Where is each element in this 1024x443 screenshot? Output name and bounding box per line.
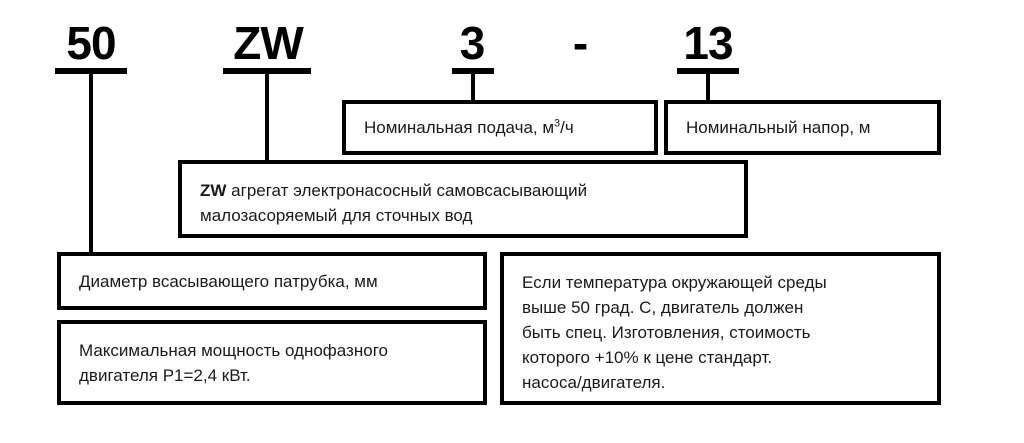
motor-power-line-2: двигателя P1=2,4 кВт. [79, 366, 251, 385]
box-suction-diameter: Диаметр всасывающего патрубка, мм [57, 252, 487, 310]
code-token-50: 50 [66, 17, 116, 69]
nominal-flow-label-after: /ч [560, 118, 574, 137]
series-description-line-2: малозасоряемый для сточных вод [200, 206, 473, 225]
connector-line-3 [471, 71, 475, 103]
temperature-note-line-3: быть спец. Изготовления, стоимость [522, 323, 811, 342]
series-description-line-1: ZW агрегат электронасосный самовсасывающ… [200, 178, 726, 203]
temperature-note-line-2: выше 50 град. С, двигатель должен [522, 298, 804, 317]
temperature-note-line-5: насоса/двигателя. [522, 373, 666, 392]
temperature-note-line-1: Если температура окружающей среды [522, 273, 827, 292]
box-motor-power: Максимальная мощность однофазного двигат… [57, 320, 487, 405]
nominal-head-label: Номинальный напор, м [686, 118, 871, 137]
code-token-3: 3 [459, 17, 486, 69]
code-token-13: 13 [683, 17, 733, 69]
code-token-separator: - [572, 17, 588, 69]
box-temperature-note: Если температура окружающей среды выше 5… [500, 252, 941, 405]
nominal-flow-superscript: 3 [554, 117, 561, 130]
nominal-flow-label-before: Номинальная подача, м [364, 118, 555, 137]
series-code-label: ZW [200, 181, 227, 200]
series-description-text-1: агрегат электронасосный самовсасывающий [226, 181, 588, 200]
suction-diameter-label: Диаметр всасывающего патрубка, мм [79, 271, 378, 291]
motor-power-line-1: Максимальная мощность однофазного [79, 341, 388, 360]
connector-line-13 [706, 71, 710, 103]
connector-line-50 [89, 71, 93, 254]
box-nominal-head: Номинальный напор, м [664, 100, 941, 155]
temperature-note-line-4: которого +10% к цене стандарт. [522, 348, 773, 367]
box-series-description: ZW агрегат электронасосный самовсасывающ… [178, 160, 748, 238]
connector-line-zw [265, 71, 269, 163]
code-token-zw: ZW [233, 17, 304, 69]
box-nominal-flow: Номинальная подача, м3/ч [342, 100, 658, 155]
